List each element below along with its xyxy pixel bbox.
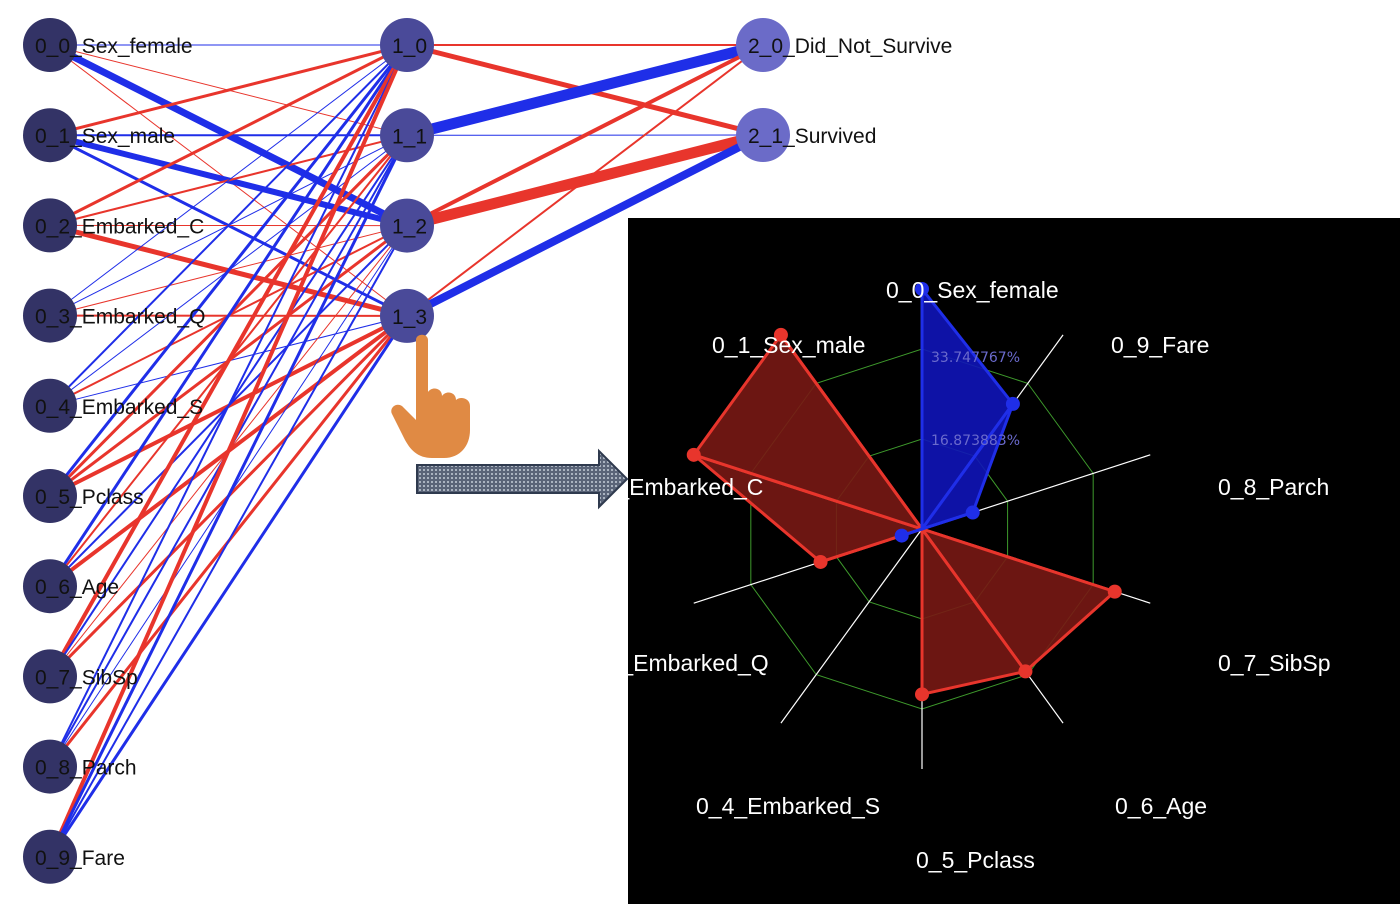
blue-point-0 (915, 282, 929, 296)
radar-axis-label-6: 0_4_Embarked_S (696, 793, 880, 819)
node-1_2[interactable]: 1_2 (380, 198, 434, 253)
radar-chart: 33.747767% 16.873883% 0_0_Sex_female 0_9_… (628, 277, 1331, 873)
node-0_9[interactable]: 0_9_Fare (23, 829, 125, 884)
edge-1_3-2_0 (406, 44, 764, 317)
node-label-0_4: 0_4_Embarked_S (35, 396, 203, 419)
node-label-0_1: 0_1_Sex_male (35, 125, 175, 148)
red-point-8 (686, 447, 701, 462)
radar-axis-label-4: 0_6_Age (1115, 793, 1207, 819)
edge-0_9-1_2 (49, 225, 408, 858)
node-1_0[interactable]: 1_0 (380, 18, 434, 72)
node-label-0_3: 0_3_Embarked_Q (35, 306, 205, 329)
edge-0_2-1_0 (49, 43, 408, 227)
radar-axis-labels: 0_0_Sex_female 0_9_Fare 0_8_Parch 0_7_SibSp… (628, 277, 1331, 873)
edge-0_9-1_1 (48, 134, 409, 858)
pointing-hand-icon (391, 334, 470, 458)
node-label-2_1: 2_1_Survived (748, 125, 876, 148)
node-0_7[interactable]: 0_7_SibSp (23, 649, 138, 704)
network-edges (48, 39, 765, 858)
node-label-0_6: 0_6_Age (35, 576, 119, 599)
node-0_1[interactable]: 0_1_Sex_male (23, 108, 175, 163)
node-0_6[interactable]: 0_6_Age (23, 559, 119, 614)
ring-label-outer: 33.747767% (931, 350, 1020, 366)
blue-point-2 (965, 505, 980, 520)
node-0_5[interactable]: 0_5_Pclass (23, 469, 144, 523)
node-label-2_0: 2_0_Did_Not_Survive (748, 35, 952, 58)
edge-0_3-1_0 (49, 44, 408, 316)
blue-series (894, 282, 1020, 543)
red-point-5 (915, 687, 929, 702)
node-label-1_2: 1_2 (392, 216, 427, 239)
ring-label-inner: 16.873883% (931, 433, 1020, 449)
node-0_3[interactable]: 0_3_Embarked_Q (23, 288, 205, 343)
node-2_0[interactable]: 2_0_Did_Not_Survive (736, 18, 952, 72)
edge-1_1-2_0 (405, 39, 765, 141)
radar-axis-label-1: 0_9_Fare (1111, 332, 1209, 358)
node-label-1_0: 1_0 (392, 35, 427, 58)
node-label-0_8: 0_8_Parch (35, 757, 137, 780)
edge-0_9-1_0 (48, 44, 409, 858)
radar-axis-label-5: 0_5_Pclass (916, 847, 1035, 873)
red-point-3 (1107, 584, 1122, 599)
node-label-0_5: 0_5_Pclass (35, 486, 144, 509)
node-label-0_9: 0_9_Fare (35, 847, 125, 870)
node-label-1_3: 1_3 (392, 306, 427, 329)
node-label-0_0: 0_0_Sex_female (35, 35, 193, 58)
edge-0_8-1_0 (49, 44, 408, 768)
red-point-9 (773, 327, 788, 342)
node-label-1_1: 1_1 (392, 125, 427, 148)
blue-point-1 (1005, 396, 1020, 411)
radar-ring-labels: 33.747767% 16.873883% (931, 350, 1020, 449)
radar-axis-label-2: 0_8_Parch (1218, 474, 1329, 500)
node-0_2[interactable]: 0_2_Embarked_C (23, 198, 204, 253)
node-label-0_7: 0_7_SibSp (35, 666, 138, 689)
red-point-7 (813, 554, 828, 569)
edge-0_7-1_0 (48, 44, 409, 678)
right-arrow-icon (416, 448, 629, 510)
radar-axis-label-0: 0_0_Sex_female (886, 277, 1059, 303)
radar-chart-panel: 33.747767% 16.873883% 0_0_Sex_female 0_9_… (628, 218, 1400, 904)
blue-point-7 (894, 528, 909, 543)
radar-axis-label-3: 0_7_SibSp (1218, 650, 1331, 676)
edge-0_9-1_3 (48, 315, 409, 858)
radar-axis-label-9: 0_1_Sex_male (712, 332, 865, 358)
node-1_1[interactable]: 1_1 (380, 108, 434, 163)
edge-0_1-1_0 (49, 43, 408, 137)
red-series (686, 327, 1122, 702)
node-2_1[interactable]: 2_1_Survived (736, 108, 876, 162)
radar-axis-label-8: 0_2_Embarked_C (628, 474, 763, 500)
node-0_8[interactable]: 0_8_Parch (23, 739, 137, 794)
network-nodes: 0_0_Sex_female 0_1_Sex_male 0_2_Embarked_C… (23, 18, 952, 884)
edge-0_6-1_0 (48, 44, 409, 588)
node-0_0[interactable]: 0_0_Sex_female (23, 18, 193, 72)
node-1_3[interactable]: 1_3 (380, 288, 434, 343)
edge-1_2-2_0 (406, 43, 764, 228)
edge-0_5-1_0 (48, 44, 409, 497)
red-point-4 (1018, 664, 1033, 679)
node-0_4[interactable]: 0_4_Embarked_S (23, 378, 203, 433)
radar-axis-6 (780, 528, 923, 724)
radar-axis-label-7: 0_3_Embarked_Q (628, 650, 769, 676)
node-label-0_2: 0_2_Embarked_C (35, 215, 204, 238)
edge-1_3-2_1 (405, 131, 765, 320)
edge-0_4-1_0 (49, 44, 408, 407)
